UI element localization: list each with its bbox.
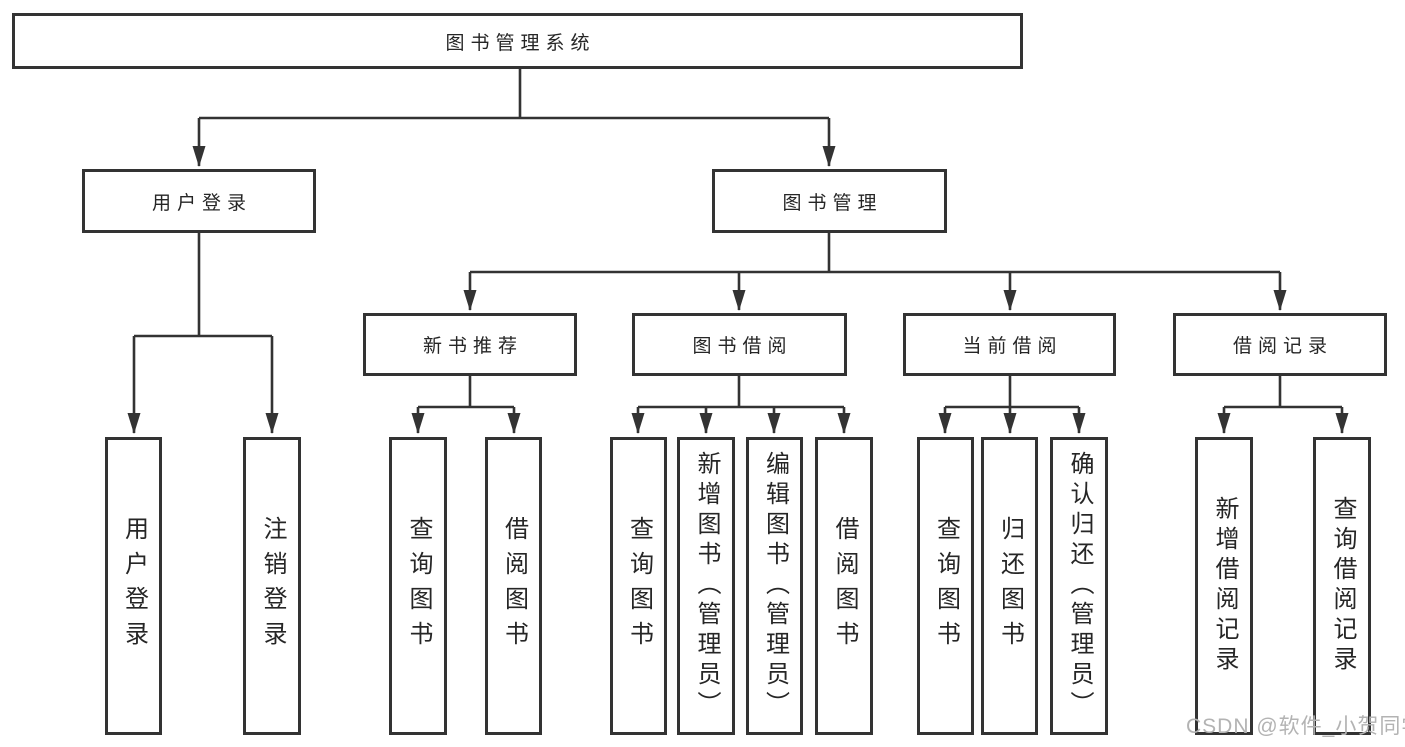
leaf-edit-books-admin-node: 编辑图书（管理员） <box>746 437 803 735</box>
leaf-query-books-node: 查询图书 <box>917 437 974 735</box>
leaf-confirm-return-admin-node: 确认归还（管理员） <box>1050 437 1108 735</box>
branch-book-management-node: 图书管理 <box>712 169 947 233</box>
group-new-book-recommendation-node: 新书推荐 <box>363 313 577 376</box>
leaf-return-books-node: 归还图书 <box>981 437 1038 735</box>
leaf-borrow-books-label: 借阅图书 <box>500 516 528 656</box>
root-node-library-system: 图书管理系统 <box>12 13 1023 69</box>
leaf-add-books-admin-node: 新增图书（管理员） <box>677 437 735 735</box>
leaf-user-login-label: 用户登录 <box>120 516 148 656</box>
group-book-borrowing-node: 图书借阅 <box>632 313 847 376</box>
leaf-logout-label: 注销登录 <box>259 516 286 656</box>
leaf-borrow-books-label: 借阅图书 <box>831 516 858 656</box>
leaf-query-books-node: 查询图书 <box>389 437 447 735</box>
leaf-logout-node: 注销登录 <box>243 437 301 735</box>
leaf-query-borrow-record-label: 查询借阅记录 <box>1329 496 1356 676</box>
leaf-query-books-node: 查询图书 <box>610 437 667 735</box>
leaf-query-books-label: 查询图书 <box>405 516 432 656</box>
leaf-return-books-label: 归还图书 <box>996 516 1024 656</box>
leaf-edit-books-admin-label: 编辑图书（管理员） <box>761 451 789 721</box>
leaf-confirm-return-admin-label: 确认归还（管理员） <box>1066 451 1093 721</box>
leaf-borrow-books-node: 借阅图书 <box>815 437 873 735</box>
group-current-borrowing-node: 当前借阅 <box>903 313 1116 376</box>
leaf-query-borrow-record-node: 查询借阅记录 <box>1313 437 1371 735</box>
csdn-watermark: CSDN @软件_小贺同学 <box>1186 715 1405 738</box>
tree-trunk-lines <box>134 69 1342 409</box>
leaf-query-books-label: 查询图书 <box>932 516 960 656</box>
leaf-add-books-admin-label: 新增图书（管理员） <box>693 451 720 721</box>
leaf-add-borrow-record-node: 新增借阅记录 <box>1195 437 1253 735</box>
leaf-borrow-books-node: 借阅图书 <box>485 437 542 735</box>
tree-arrow-lines <box>127 118 1349 434</box>
leaf-add-borrow-record-label: 新增借阅记录 <box>1211 496 1238 676</box>
group-borrowing-records-node: 借阅记录 <box>1173 313 1387 376</box>
branch-user-login-node: 用户登录 <box>82 169 316 233</box>
leaf-user-login-node: 用户登录 <box>105 437 162 735</box>
leaf-query-books-label: 查询图书 <box>625 516 653 656</box>
